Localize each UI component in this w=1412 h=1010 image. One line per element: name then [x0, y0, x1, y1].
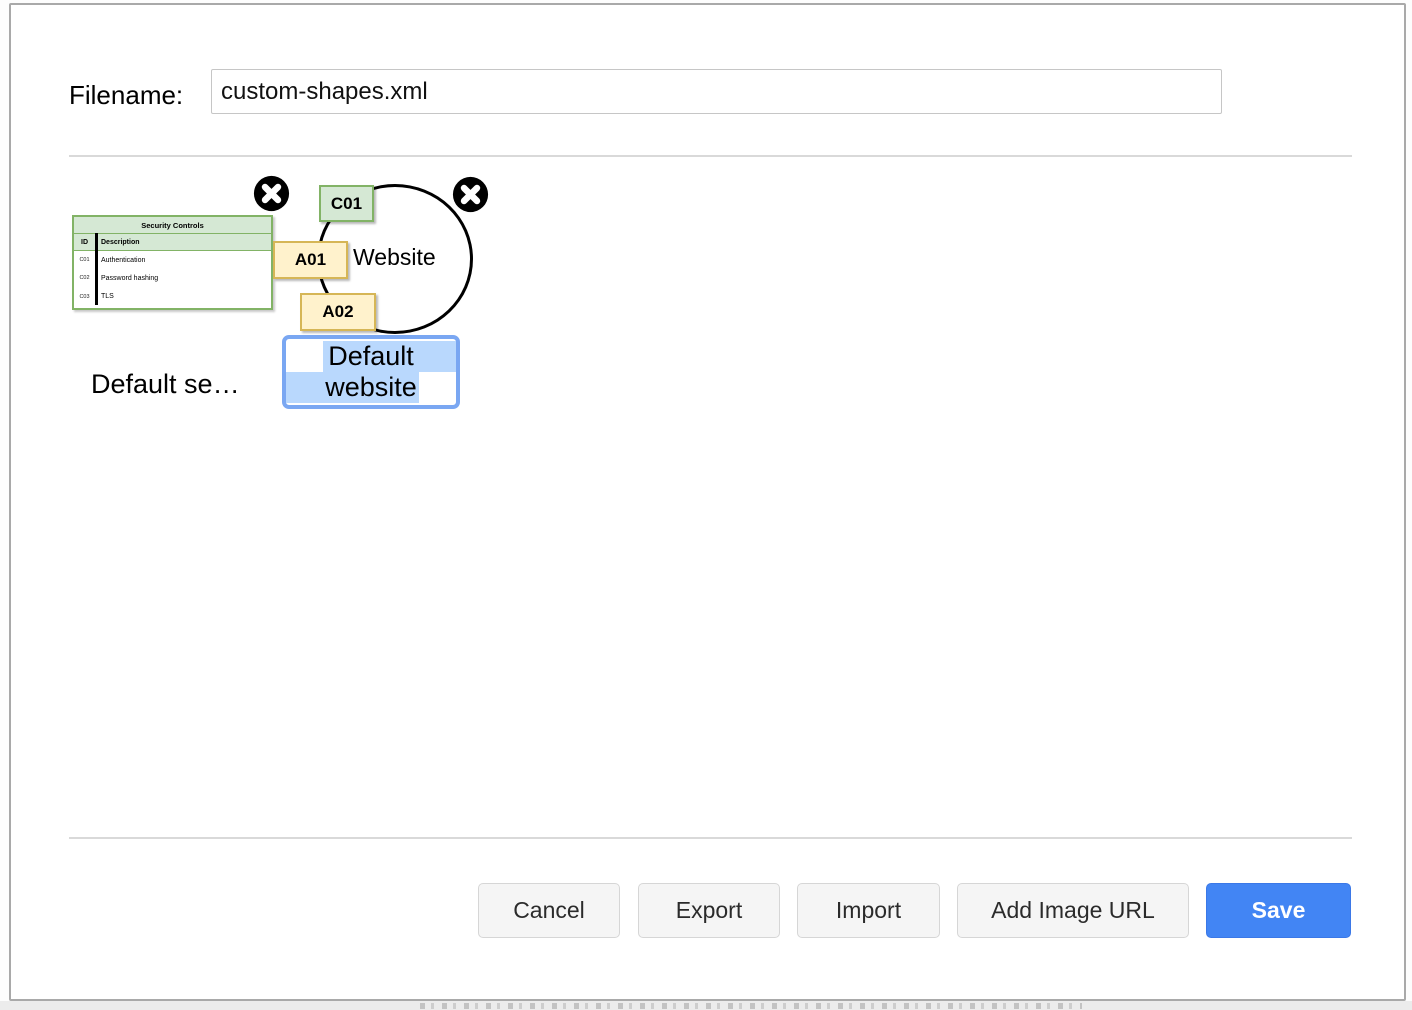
node-a02[interactable]: A02	[300, 293, 376, 331]
row-description: TLS	[101, 293, 114, 301]
row-id: C03	[79, 293, 90, 300]
table-title: Security Controls	[74, 217, 271, 234]
divider-above-buttons	[69, 837, 1352, 839]
table-row: C03 TLS	[74, 288, 271, 306]
delete-entry-1-button[interactable]	[253, 175, 290, 212]
edit-library-dialog: Filename: Security Controls ID Descripti…	[9, 3, 1406, 1001]
table-column-divider	[95, 233, 98, 305]
table-row: C02 Password hashing	[74, 269, 271, 287]
divider-under-filename	[69, 155, 1352, 157]
table-header-row: ID Description	[74, 234, 271, 251]
label-line: Default	[328, 341, 414, 371]
delete-entry-2-button[interactable]	[452, 176, 489, 213]
entry-label-truncated[interactable]: Default se…	[91, 369, 240, 399]
node-c01[interactable]: C01	[319, 185, 374, 222]
row-description: Password hashing	[101, 274, 159, 282]
label-editor-content: Default website	[286, 339, 456, 405]
table-col-description: Description	[101, 238, 140, 246]
row-description: Authentication	[101, 256, 146, 264]
label-line: website	[325, 372, 417, 402]
delete-x-icon	[452, 176, 489, 213]
entry-label-editor[interactable]: Default website	[282, 335, 460, 409]
table-col-id: ID	[81, 238, 88, 246]
row-id: C02	[79, 275, 90, 282]
cancel-button[interactable]: Cancel	[478, 883, 620, 938]
background-app-edge	[0, 1001, 1412, 1010]
text-selection-highlight	[323, 341, 456, 372]
node-a01[interactable]: A01	[273, 241, 348, 279]
text-selection-highlight	[286, 372, 419, 403]
background-app-blur	[420, 1003, 1082, 1009]
library-entry-security-controls[interactable]: Security Controls ID Description C01 Aut…	[72, 215, 273, 310]
row-id: C01	[79, 257, 90, 264]
table-row: C01 Authentication	[74, 251, 271, 269]
import-button[interactable]: Import	[797, 883, 940, 938]
delete-x-icon	[253, 175, 290, 212]
filename-input[interactable]	[211, 69, 1222, 114]
website-circle-label: Website	[353, 244, 436, 270]
export-button[interactable]: Export	[638, 883, 780, 938]
save-button[interactable]: Save	[1206, 883, 1351, 938]
table-body: C01 Authentication C02 Password hashing …	[74, 251, 271, 306]
add-image-url-button[interactable]: Add Image URL	[957, 883, 1189, 938]
filename-label: Filename:	[69, 80, 184, 110]
